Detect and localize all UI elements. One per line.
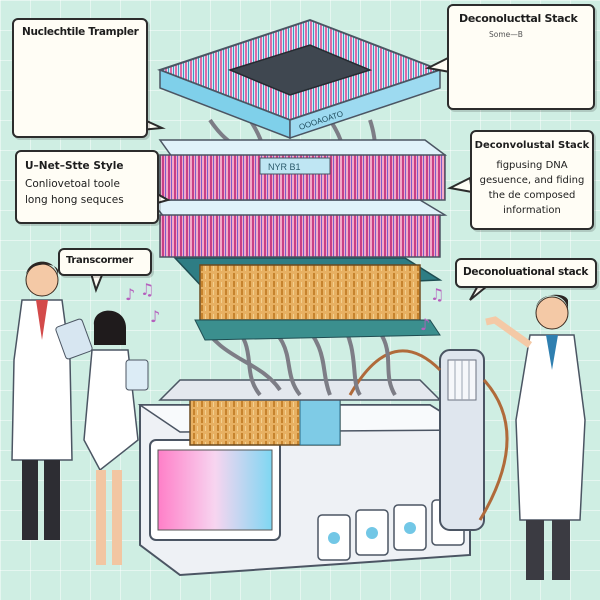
callout-line: Conliovetoal toole xyxy=(25,178,120,190)
callout-line: U–Net–Stte Style xyxy=(25,160,124,172)
svg-text:♫: ♫ xyxy=(140,280,154,299)
scientist-middle xyxy=(83,310,149,565)
data-screen xyxy=(157,449,273,531)
callout-title: Transcormer xyxy=(66,255,134,266)
callout-transformer: Transcormer xyxy=(58,248,152,276)
callout-title: Deconolucttal Stack xyxy=(459,12,578,25)
callout-line: gesuence, and fiding xyxy=(479,175,585,186)
machine-base xyxy=(137,379,473,577)
music-notes: ♪♫ ♪♫ ♪ xyxy=(125,280,444,334)
striped-layer-2: NYR B1 xyxy=(158,139,448,201)
callout-title: Deconoluational stack xyxy=(463,266,589,278)
callout-subtitle: Some—B xyxy=(489,30,523,39)
gold-array-layer xyxy=(173,257,443,341)
callout-line: information xyxy=(503,205,561,216)
scientist-right xyxy=(485,294,586,580)
scientist-left xyxy=(11,261,93,540)
callout-line: the de composed xyxy=(488,190,576,201)
top-frame: OOOAOATO xyxy=(157,18,443,140)
callout-deconvolutional-stack-right: Deconoluational stack xyxy=(455,258,597,288)
svg-text:♪: ♪ xyxy=(150,307,160,326)
svg-text:♫: ♫ xyxy=(430,285,444,304)
callout-title: Nuclechtile Trampler xyxy=(22,26,139,38)
striped-layer-3 xyxy=(148,199,448,258)
callout-nucleotide-trampler: Nuclechtile Trampler xyxy=(12,18,148,138)
callout-line: long hong sequces xyxy=(25,194,124,206)
middle-band-label: NYR B1 xyxy=(268,162,301,172)
svg-text:♪: ♪ xyxy=(125,285,135,304)
callout-deconvolutional-stack-top: Deconolucttal Stack Some—B xyxy=(447,4,595,110)
capacitor-cylinder xyxy=(348,349,509,531)
callout-line: Deconvolustal Stack xyxy=(474,140,590,151)
callout-deconvolutional-stack-mid: Deconvolustal Stack figpusing DNA gesuen… xyxy=(470,130,594,230)
svg-text:♪: ♪ xyxy=(420,315,430,334)
callout-unet-style: U–Net–Stte Style Conliovetoal toole long… xyxy=(15,150,159,224)
callout-line: figpusing DNA xyxy=(496,160,568,171)
